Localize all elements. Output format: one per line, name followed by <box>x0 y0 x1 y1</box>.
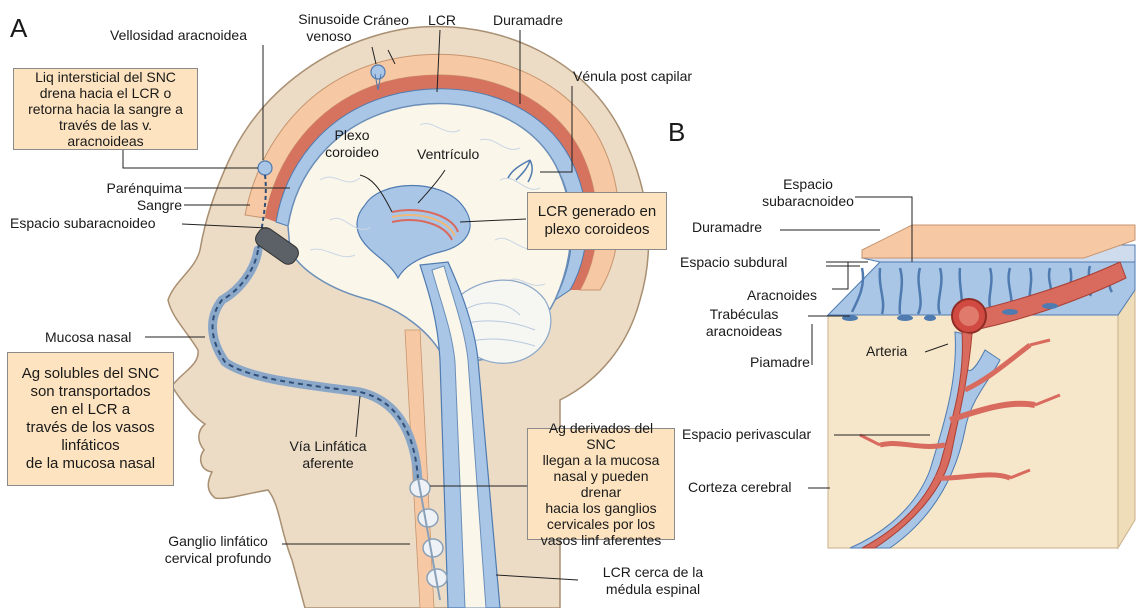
label-deep-cervical-node: Ganglio linfático cervical profundo <box>165 533 272 567</box>
callout-derived-antigens: Ag derivados del SNC llegan a la mucosa … <box>527 428 675 540</box>
label-venous-sinusoid: Sinusoide venoso <box>298 11 360 45</box>
label-parenchyma: Parénquima <box>70 180 182 197</box>
label-subarachnoid-space-a: Espacio subaracnoideo <box>10 215 156 232</box>
label-cerebral-cortex: Corteza cerebral <box>688 479 792 496</box>
label-choroid-plexus: Plexo coroideo <box>325 127 379 161</box>
label-arachnoid: Aracnoides <box>747 287 817 304</box>
label-artery: Arteria <box>866 343 907 360</box>
label-postcapillary-venule: Vénula post capilar <box>573 68 692 85</box>
arachnoid-villus <box>258 161 272 175</box>
label-arachnoid-trabeculae: Trabéculas aracnoideas <box>706 306 782 340</box>
callout-csf-generated: LCR generado en plexo coroideos <box>527 192 667 250</box>
label-subarachnoid-space-b: Espacio subaracnoideo <box>762 176 854 210</box>
label-pia-mater: Piamadre <box>750 354 810 371</box>
label-perivascular-space: Espacio perivascular <box>682 426 811 443</box>
meninges-block <box>828 225 1135 548</box>
label-csf-spinal-cord: LCR cerca de la médula espinal <box>603 564 703 598</box>
label-dura-a: Duramadre <box>493 12 563 29</box>
dura-layer-b <box>862 225 1135 258</box>
label-subdural-space: Espacio subdural <box>680 254 787 271</box>
label-ventricle: Ventrículo <box>417 146 479 163</box>
panel-label-b: B <box>668 118 685 146</box>
label-csf: LCR <box>428 12 456 29</box>
callout-interstitial-fluid: Liq intersticial del SNC drena hacia el … <box>13 68 198 150</box>
label-arachnoid-villus: Vellosidad aracnoidea <box>110 27 247 44</box>
panel-label-a: A <box>10 14 27 42</box>
label-skull: Cráneo <box>363 12 409 29</box>
label-nasal-mucosa: Mucosa nasal <box>45 329 131 346</box>
label-dura-b: Duramadre <box>692 219 762 236</box>
sinusoid-venous <box>371 65 385 79</box>
callout-soluble-antigens: Ag solubles del SNC son transportados en… <box>7 352 174 486</box>
label-blood: Sangre <box>70 197 182 214</box>
label-afferent-lymphatic: Vía Linfática aferente <box>289 438 366 472</box>
